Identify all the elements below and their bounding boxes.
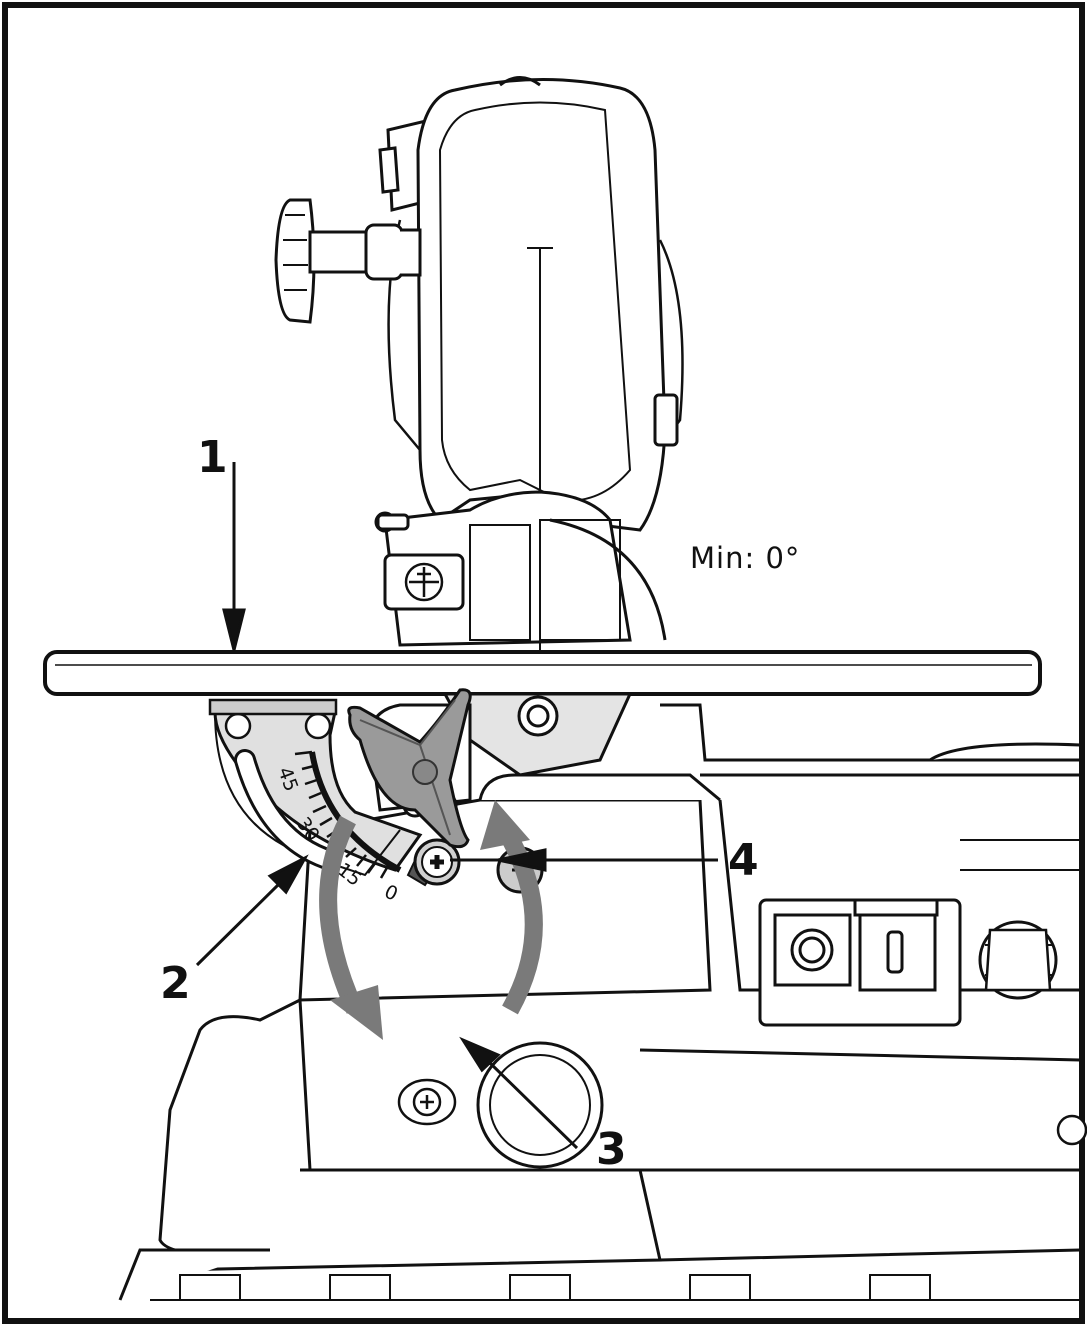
zero-stop-screw-icon [413, 838, 461, 886]
saw-table [43, 650, 1042, 696]
callout-arrows [195, 462, 718, 1150]
min-angle-arc [549, 518, 667, 641]
tilt-lock-knob [347, 688, 472, 849]
min-angle-label: Min: 0° [690, 541, 800, 575]
callout-1-label: 1 [197, 432, 228, 483]
callout-4-label: 4 [728, 835, 759, 886]
rotation-arrow-left [319, 815, 383, 1040]
machine-body [118, 703, 1081, 1301]
callout-3-label: 3 [596, 1124, 627, 1175]
callout-2-label: 2 [160, 958, 191, 1009]
rotation-arrow-right [480, 800, 543, 1015]
upper-housing [378, 76, 684, 532]
base-screw-icon [397, 1078, 457, 1126]
lower-guide-block [374, 490, 632, 647]
guide-block-screw-icon [404, 562, 444, 602]
side-screw-icon [1056, 1114, 1087, 1146]
blade-guide-knob [274, 198, 422, 324]
